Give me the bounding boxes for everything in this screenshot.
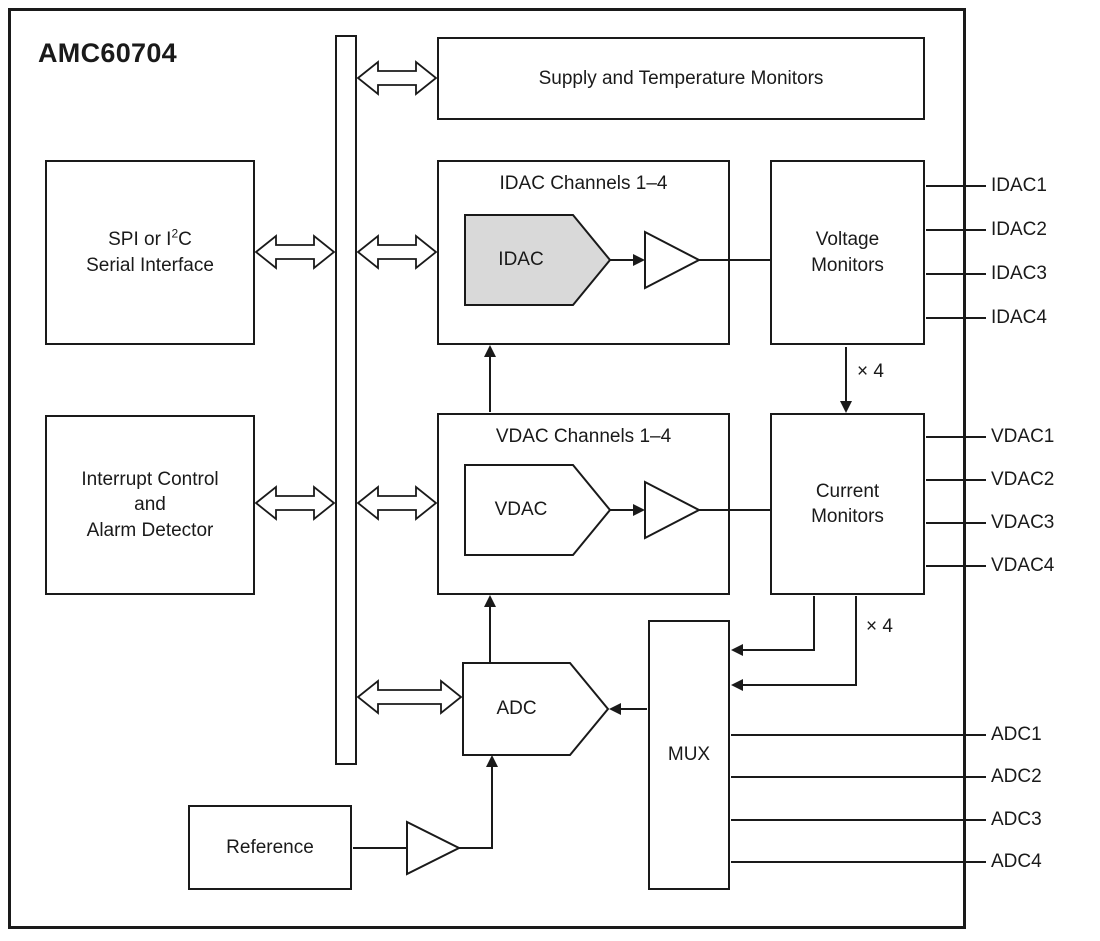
vdac-pentagon-label: VDAC bbox=[494, 499, 548, 520]
block-supply-temperature-monitors: Supply and Temperature Monitors bbox=[437, 37, 925, 120]
pin-label-idac4: IDAC4 bbox=[991, 307, 1047, 328]
pin-label-adc4: ADC4 bbox=[991, 851, 1042, 872]
chip-title: AMC60704 bbox=[38, 38, 177, 68]
pin-label-vdac2: VDAC2 bbox=[991, 469, 1055, 490]
spi-label: SPI or I2C Serial Interface bbox=[86, 227, 214, 277]
spi-label-part1: SPI or I bbox=[108, 229, 172, 251]
block-mux: MUX bbox=[648, 620, 730, 890]
internal-data-bus bbox=[335, 35, 357, 765]
pin-label-idac3: IDAC3 bbox=[991, 263, 1047, 284]
spi-label-part2: C bbox=[178, 229, 192, 251]
pin-label-idac2: IDAC2 bbox=[991, 219, 1047, 240]
block-spi-serial-interface: SPI or I2C Serial Interface bbox=[45, 160, 255, 345]
idac-pentagon-label: IDAC bbox=[498, 249, 544, 270]
pin-label-vdac1: VDAC1 bbox=[991, 426, 1055, 447]
block-interrupt-control-alarm-detector: Interrupt Control and Alarm Detector bbox=[45, 415, 255, 595]
idac-channels-title: IDAC Channels 1–4 bbox=[499, 173, 668, 194]
block-current-monitors: Current Monitors bbox=[770, 413, 925, 595]
adc-pentagon-label: ADC bbox=[496, 698, 537, 719]
spi-superscript: 2 bbox=[171, 227, 179, 242]
spi-label-line2: Serial Interface bbox=[86, 254, 214, 276]
pin-label-adc3: ADC3 bbox=[991, 809, 1042, 830]
block-voltage-monitors: Voltage Monitors bbox=[770, 160, 925, 345]
pin-label-adc1: ADC1 bbox=[991, 724, 1042, 745]
vdac-channels-title: VDAC Channels 1–4 bbox=[495, 426, 672, 447]
pin-label-vdac3: VDAC3 bbox=[991, 512, 1055, 533]
times4-voltage-to-current: × 4 bbox=[857, 361, 884, 382]
pin-label-idac1: IDAC1 bbox=[991, 175, 1047, 196]
block-reference: Reference bbox=[188, 805, 352, 890]
times4-current-to-mux: × 4 bbox=[866, 616, 893, 637]
pin-label-vdac4: VDAC4 bbox=[991, 555, 1055, 576]
pin-label-adc2: ADC2 bbox=[991, 766, 1042, 787]
